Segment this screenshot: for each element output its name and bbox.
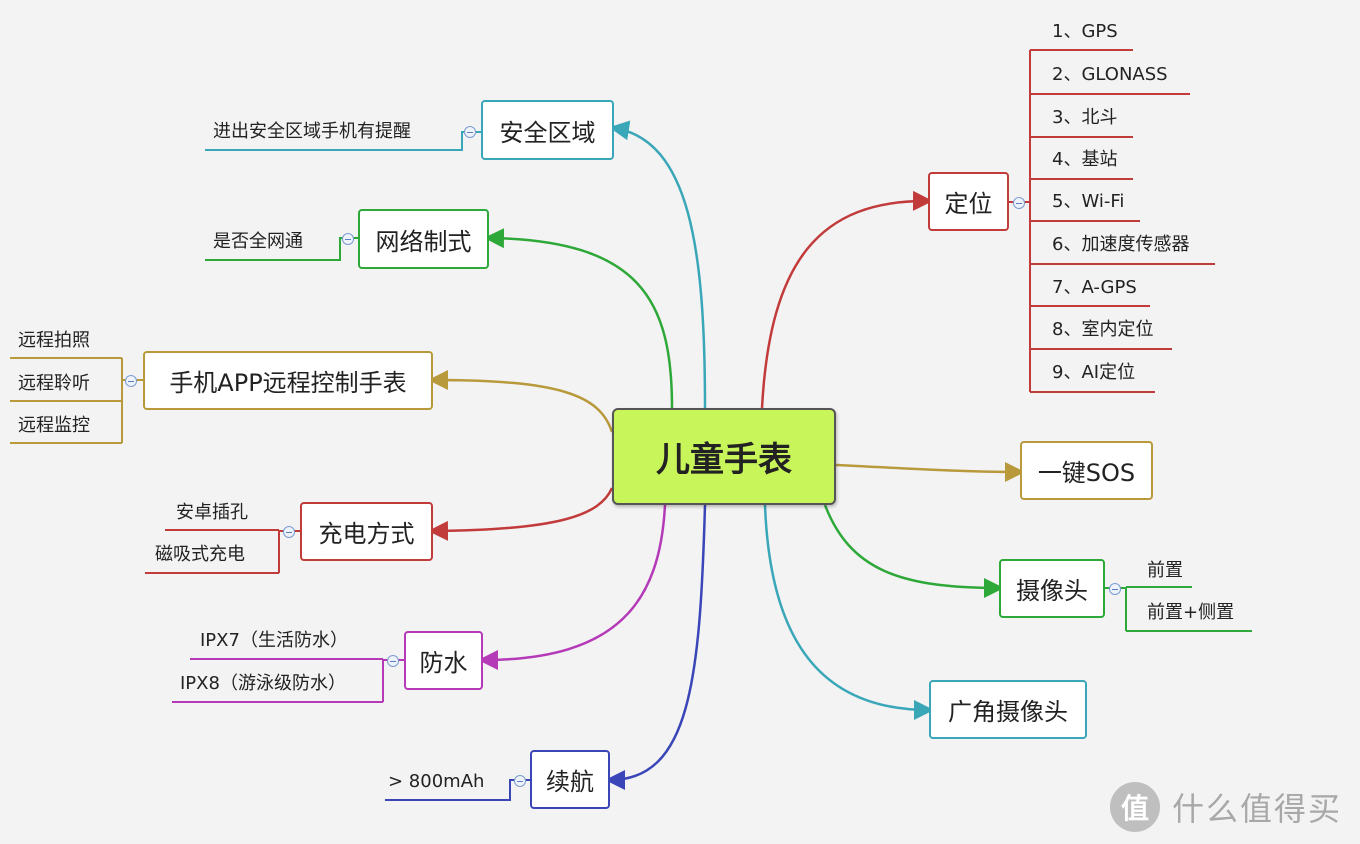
collapse-toggle-app-control[interactable]	[125, 375, 137, 387]
node-positioning-label: 定位	[944, 190, 993, 218]
collapse-toggle-charging[interactable]	[283, 526, 295, 538]
leaf-positioning-5[interactable]: 5、Wi-Fi	[1052, 191, 1125, 212]
link-waterproof	[478, 504, 667, 670]
leaf-charging-1[interactable]: 安卓插孔	[176, 502, 248, 523]
node-camera[interactable]: 摄像头	[999, 559, 1105, 618]
node-wide-camera[interactable]: 广角摄像头	[929, 680, 1087, 739]
leaf-positioning-9[interactable]: 9、AI定位	[1052, 362, 1136, 383]
leaf-positioning-3[interactable]: 3、北斗	[1052, 107, 1118, 128]
node-safe-zone[interactable]: 安全区域	[481, 100, 614, 160]
leaf-app-control-2[interactable]: 远程聆听	[18, 373, 90, 394]
leaf-positioning-4[interactable]: 4、基站	[1052, 149, 1118, 170]
leaf-positioning-8[interactable]: 8、室内定位	[1052, 319, 1154, 340]
leaf-charging-2[interactable]: 磁吸式充电	[155, 544, 245, 565]
link-safe-zone	[609, 120, 707, 409]
collapse-toggle-network[interactable]	[342, 233, 354, 245]
node-positioning[interactable]: 定位	[928, 172, 1009, 231]
link-battery	[605, 504, 707, 790]
link-wide-camera	[763, 504, 934, 720]
center-node[interactable]: 儿童手表	[612, 408, 836, 505]
leaf-positioning-1[interactable]: 1、GPS	[1052, 21, 1118, 42]
link-positioning	[760, 190, 933, 409]
leaf-app-control-1[interactable]: 远程拍照	[18, 330, 90, 351]
node-waterproof[interactable]: 防水	[404, 631, 483, 690]
link-sos	[835, 461, 1025, 482]
watermark-text: 什么值得买	[1172, 790, 1343, 828]
node-camera-label: 摄像头	[1016, 577, 1088, 605]
link-charging	[428, 487, 614, 541]
node-network[interactable]: 网络制式	[358, 209, 489, 269]
collapse-toggle-safe-zone[interactable]	[464, 126, 476, 138]
node-safe-zone-label: 安全区域	[499, 118, 596, 147]
collapse-toggle-waterproof[interactable]	[387, 655, 399, 667]
leaf-positioning-7[interactable]: 7、A-GPS	[1052, 277, 1137, 298]
collapse-toggle-positioning[interactable]	[1013, 197, 1025, 209]
node-battery[interactable]: 续航	[530, 750, 610, 809]
collapse-toggle-camera[interactable]	[1109, 583, 1121, 595]
leaf-waterproof-2[interactable]: IPX8（游泳级防水）	[180, 673, 346, 694]
leaf-network-1[interactable]: 是否全网通	[213, 231, 303, 252]
node-app-control-label: 手机APP远程控制手表	[169, 369, 407, 397]
link-app-control	[428, 370, 614, 433]
leaf-waterproof-1[interactable]: IPX7（生活防水）	[200, 630, 348, 651]
leaf-positioning-2[interactable]: 2、GLONASS	[1052, 64, 1168, 85]
watermark: 值 什么值得买	[1110, 782, 1342, 832]
node-charging[interactable]: 充电方式	[300, 502, 433, 561]
leaf-battery-1[interactable]: > 800mAh	[388, 771, 485, 792]
node-network-label: 网络制式	[375, 227, 472, 256]
leaf-positioning-6[interactable]: 6、加速度传感器	[1052, 234, 1190, 255]
leaf-camera-1[interactable]: 前置	[1147, 560, 1183, 581]
watermark-logo-glyph: 值	[1120, 792, 1149, 825]
leaf-app-control-3[interactable]: 远程监控	[18, 415, 90, 436]
watermark-logo-icon: 值	[1110, 782, 1160, 832]
node-waterproof-label: 防水	[419, 649, 468, 677]
node-wide-camera-label: 广角摄像头	[948, 698, 1068, 726]
leaf-safe-zone-1[interactable]: 进出安全区域手机有提醒	[213, 121, 411, 142]
link-camera	[823, 504, 1004, 598]
node-app-control[interactable]: 手机APP远程控制手表	[143, 351, 433, 410]
node-charging-label: 充电方式	[318, 520, 415, 548]
link-network	[484, 228, 674, 409]
center-label: 儿童手表	[656, 440, 792, 480]
leaf-camera-2[interactable]: 前置+侧置	[1147, 602, 1235, 623]
node-sos-label: 一键SOS	[1037, 459, 1136, 487]
node-battery-label: 续航	[546, 768, 594, 796]
collapse-toggle-battery[interactable]	[514, 775, 526, 787]
node-sos[interactable]: 一键SOS	[1020, 441, 1153, 500]
